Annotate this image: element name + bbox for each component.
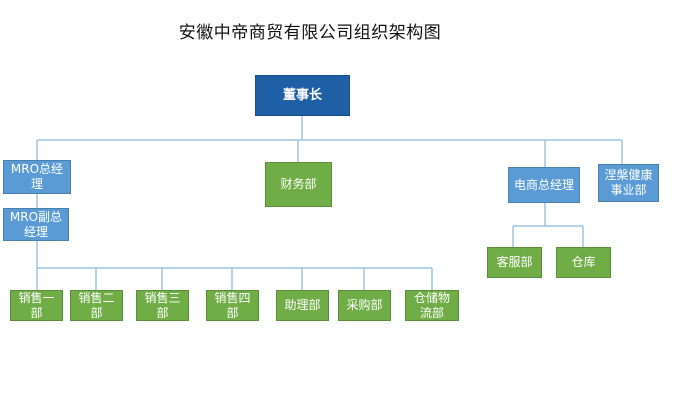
purchasing-box: 采购部 [338, 290, 391, 321]
ecom-gm-box: 电商总经理 [508, 167, 580, 203]
sales1-box: 销售一部 [10, 290, 63, 321]
mro-dgm-box: MRO副总经理 [3, 208, 69, 241]
mro-gm-box: MRO总经理 [3, 160, 71, 194]
sales3-box: 销售三部 [136, 290, 189, 321]
logistics-box: 仓储物流部 [405, 290, 459, 321]
health-box: 涅槃健康事业部 [598, 164, 659, 202]
sales2-box: 销售二部 [70, 290, 123, 321]
chairman-box: 董事长 [255, 75, 350, 116]
sales4-box: 销售四部 [206, 290, 259, 321]
warehouse-box: 仓库 [556, 247, 611, 278]
chart-title: 安徽中帝商贸有限公司组织架构图 [178, 23, 442, 43]
assistant-box: 助理部 [276, 290, 329, 321]
finance-box: 财务部 [265, 162, 332, 207]
customer-service-box: 客服部 [487, 247, 542, 278]
